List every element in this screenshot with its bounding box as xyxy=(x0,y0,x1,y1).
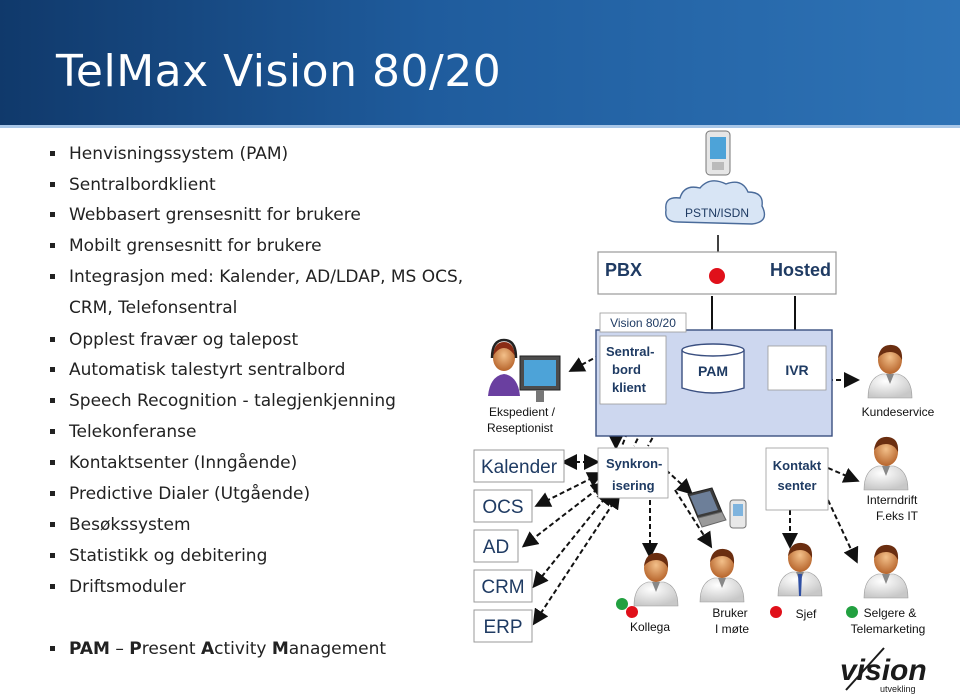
integration-erp-box xyxy=(473,609,533,643)
ivr-label: IVR xyxy=(785,362,808,378)
integration-ad-box xyxy=(473,529,519,563)
bullet-marker xyxy=(50,460,55,465)
pbx-label: PBX xyxy=(605,260,642,280)
bullet-marker xyxy=(50,398,55,403)
bullet-marker xyxy=(50,429,55,434)
integration-ocs-label: OCS xyxy=(482,497,523,518)
integration-kalender-label: Kalender xyxy=(481,457,558,478)
pam-label: PAM xyxy=(698,363,728,379)
sentralbord-box xyxy=(599,335,667,405)
headset-icon xyxy=(490,338,518,359)
sentralbord-line-2: bord xyxy=(612,362,641,377)
pam-database-cylinder: PAM xyxy=(681,343,745,394)
bruker-figure: Bruker I møte xyxy=(699,548,749,636)
bullet-marker xyxy=(50,151,55,156)
sentralbord-line-3: klient xyxy=(612,380,647,395)
status-dot-green xyxy=(616,598,628,610)
synkronisering-box: Synkron- isering xyxy=(597,447,669,499)
integration-stack: Kalender OCS AD CRM ERP xyxy=(473,449,565,643)
sync-erp-arrow xyxy=(532,492,621,626)
selgere-line-1: Selgere & xyxy=(864,606,917,620)
hosted-label: Hosted xyxy=(770,260,831,280)
kontaktsenter-box: Kontakt senter xyxy=(765,447,829,511)
integration-crm-box xyxy=(473,569,533,603)
bullet-marker xyxy=(50,274,55,279)
bullet-marker xyxy=(50,553,55,558)
status-dot-red xyxy=(626,606,638,618)
interndrift-line-2: F.eks IT xyxy=(876,509,919,523)
vision-label: Vision 80/20 xyxy=(610,316,676,330)
integration-ad-label: AD xyxy=(483,537,509,558)
kontakt-line-1: Kontakt xyxy=(773,458,822,473)
handheld-icon xyxy=(729,499,747,529)
integration-ocs-box xyxy=(473,489,533,523)
kundeservice-label: Kundeservice xyxy=(862,405,935,419)
status-dot-red xyxy=(770,606,782,618)
vision-utvikling-logo: vision utvekling xyxy=(840,647,927,694)
kollega-figure: Kollega xyxy=(616,552,679,634)
kollega-label: Kollega xyxy=(630,620,670,634)
mobile-phone-icon xyxy=(705,130,731,176)
bruker-line-1: Bruker xyxy=(712,606,747,620)
interndrift-figure: Interndrift F.eks IT xyxy=(863,436,919,523)
banner-divider xyxy=(0,125,960,128)
integration-kalender-box xyxy=(473,449,565,483)
bullet-marker xyxy=(50,337,55,342)
vision-platform-box: Vision 80/20 Sentral- bord klient PAM IV… xyxy=(595,312,833,437)
pstn-label: PSTN/ISDN xyxy=(685,206,749,220)
synkron-line-1: Synkron- xyxy=(606,456,662,471)
bullet-marker xyxy=(50,212,55,217)
status-dot-green xyxy=(846,606,858,618)
ivr-box xyxy=(767,345,827,391)
bullet-marker xyxy=(50,584,55,589)
sentralbord-line-1: Sentral- xyxy=(606,344,654,359)
bullet-marker xyxy=(50,243,55,248)
tie-icon xyxy=(798,574,802,596)
integration-erp-label: ERP xyxy=(483,617,522,638)
logo-subtext: utvekling xyxy=(880,684,916,694)
bullet-marker xyxy=(50,522,55,527)
logo-swoosh xyxy=(845,647,885,691)
bullet-marker xyxy=(50,646,55,651)
ekspedient-line-2: Reseptionist xyxy=(487,421,554,435)
sync-crm-arrow xyxy=(532,488,613,589)
synkron-line-2: isering xyxy=(612,478,655,493)
kontakt-line-2: senter xyxy=(777,478,816,493)
slide-title: TelMax Vision 80/20 xyxy=(56,46,502,97)
pstn-cloud: PSTN/ISDN xyxy=(665,180,766,225)
pbx-hosted-bar: PBX Hosted xyxy=(597,251,837,295)
bullet-marker xyxy=(50,367,55,372)
interndrift-line-1: Interndrift xyxy=(867,493,918,507)
kontakt-to-interndrift-arrow xyxy=(827,467,860,483)
sjef-figure: Sjef xyxy=(770,542,823,621)
sync-to-bruker-arrow xyxy=(674,489,713,549)
sync-to-laptop-arrow xyxy=(665,469,693,495)
integration-crm-label: CRM xyxy=(481,577,524,598)
client-to-ekspedient-arrow xyxy=(568,354,601,372)
kundeservice-figure: Kundeservice xyxy=(862,344,935,419)
laptop-icon xyxy=(687,487,727,528)
title-banner: TelMax Vision 80/20 xyxy=(0,0,960,128)
bruker-line-2: I møte xyxy=(715,622,749,636)
bullet-marker xyxy=(50,182,55,187)
kontakt-to-selgere-arrow xyxy=(827,499,859,564)
status-dot-red xyxy=(709,268,725,284)
selgere-figure: Selgere & Telemarketing xyxy=(846,544,926,636)
selgere-line-2: Telemarketing xyxy=(851,622,926,636)
ekspedient-line-1: Ekspedient / xyxy=(489,405,556,419)
sjef-label: Sjef xyxy=(796,607,817,621)
receptionist-figure: Ekspedient / Reseptionist xyxy=(487,338,561,435)
bullet-marker xyxy=(50,491,55,496)
